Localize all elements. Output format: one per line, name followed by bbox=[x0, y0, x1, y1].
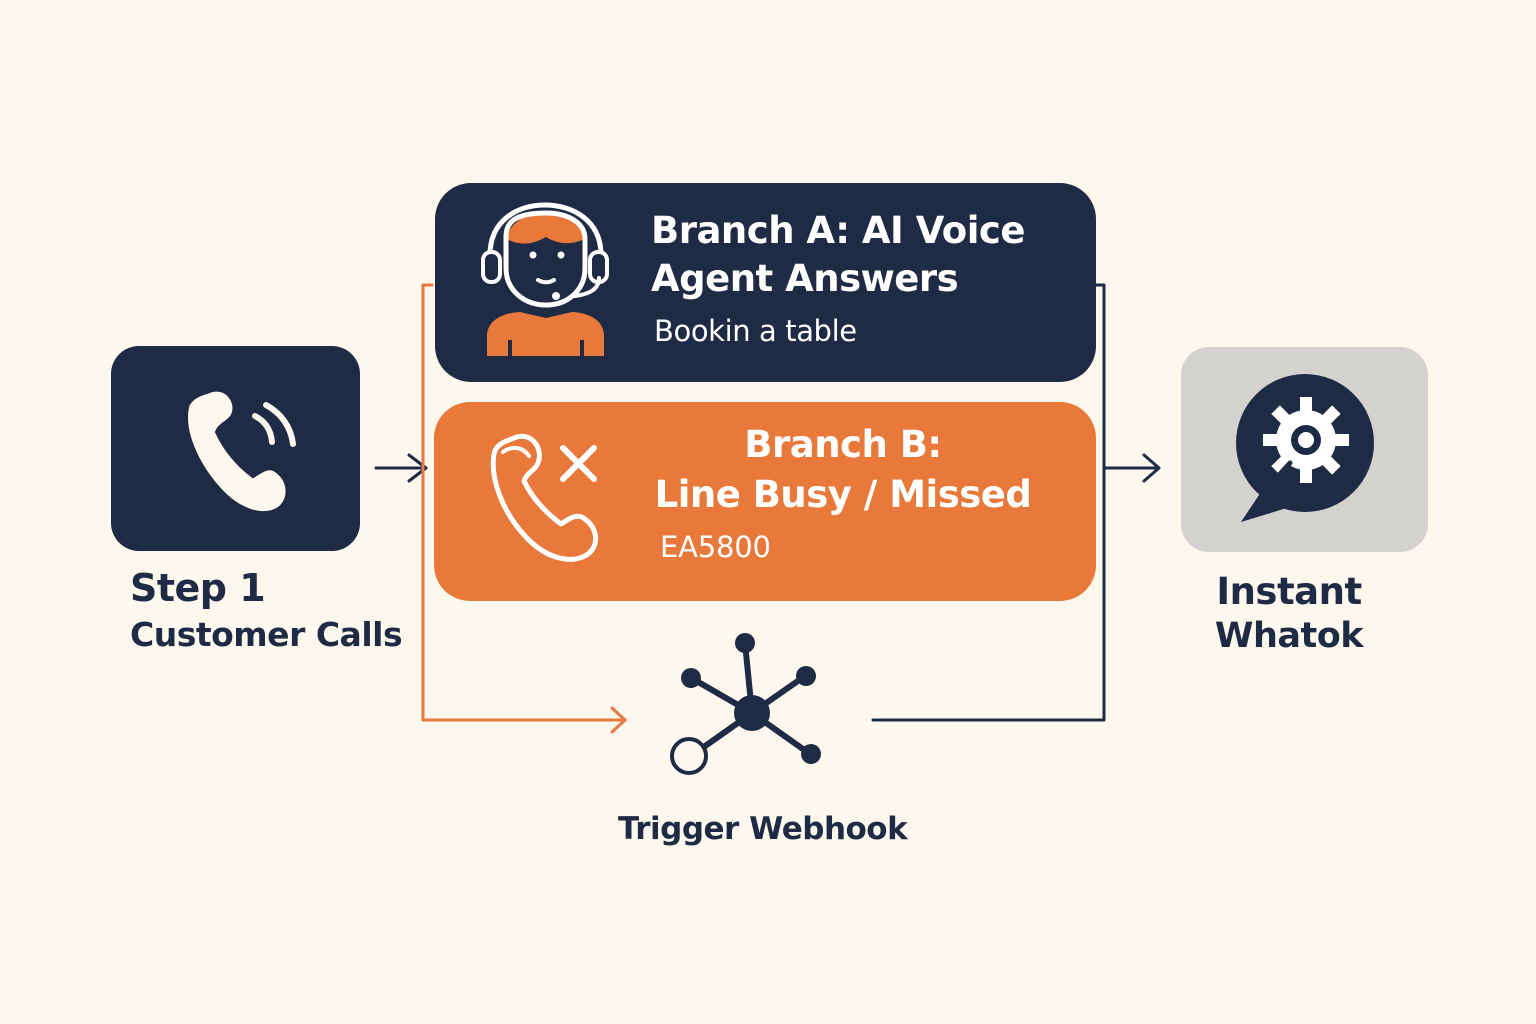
chat-gear-icon bbox=[1236, 374, 1374, 522]
phone-calling-icon bbox=[184, 387, 296, 516]
agent-headset-icon bbox=[481, 202, 609, 356]
branch-b-card bbox=[434, 402, 1096, 601]
step-card bbox=[111, 346, 360, 551]
branch-a-subtitle: Bookin a table bbox=[654, 314, 857, 348]
branch-a-title-line-1: Branch A: AI Voice bbox=[651, 209, 1025, 252]
branch-a-title: Branch A: AI Voice Agent Answers bbox=[651, 207, 1025, 303]
missed-call-icon bbox=[490, 433, 598, 562]
branch-b-title-line-1: Branch B: bbox=[744, 423, 942, 466]
connector-right-navy-loop bbox=[871, 283, 1106, 722]
branch-b-subtitle: EA5800 bbox=[660, 530, 771, 564]
branch-a-title-line-2: Agent Answers bbox=[651, 257, 959, 300]
connector-branches-to-result bbox=[1104, 453, 1161, 483]
result-title: Instant bbox=[1216, 570, 1362, 613]
step-title: Step 1 bbox=[130, 566, 266, 610]
branch-b-title: Branch B: Line Busy / Missed bbox=[648, 420, 1038, 520]
branch-b-title-line-2: Line Busy / Missed bbox=[654, 473, 1032, 516]
connector-left-orange-loop bbox=[421, 283, 627, 734]
result-subtitle: Whatok bbox=[1214, 616, 1364, 656]
connector-step-to-branches bbox=[374, 453, 428, 483]
trigger-webhook-label: Trigger Webhook bbox=[618, 811, 908, 847]
webhook-network-icon bbox=[670, 633, 821, 775]
step-subtitle: Customer Calls bbox=[130, 615, 403, 654]
